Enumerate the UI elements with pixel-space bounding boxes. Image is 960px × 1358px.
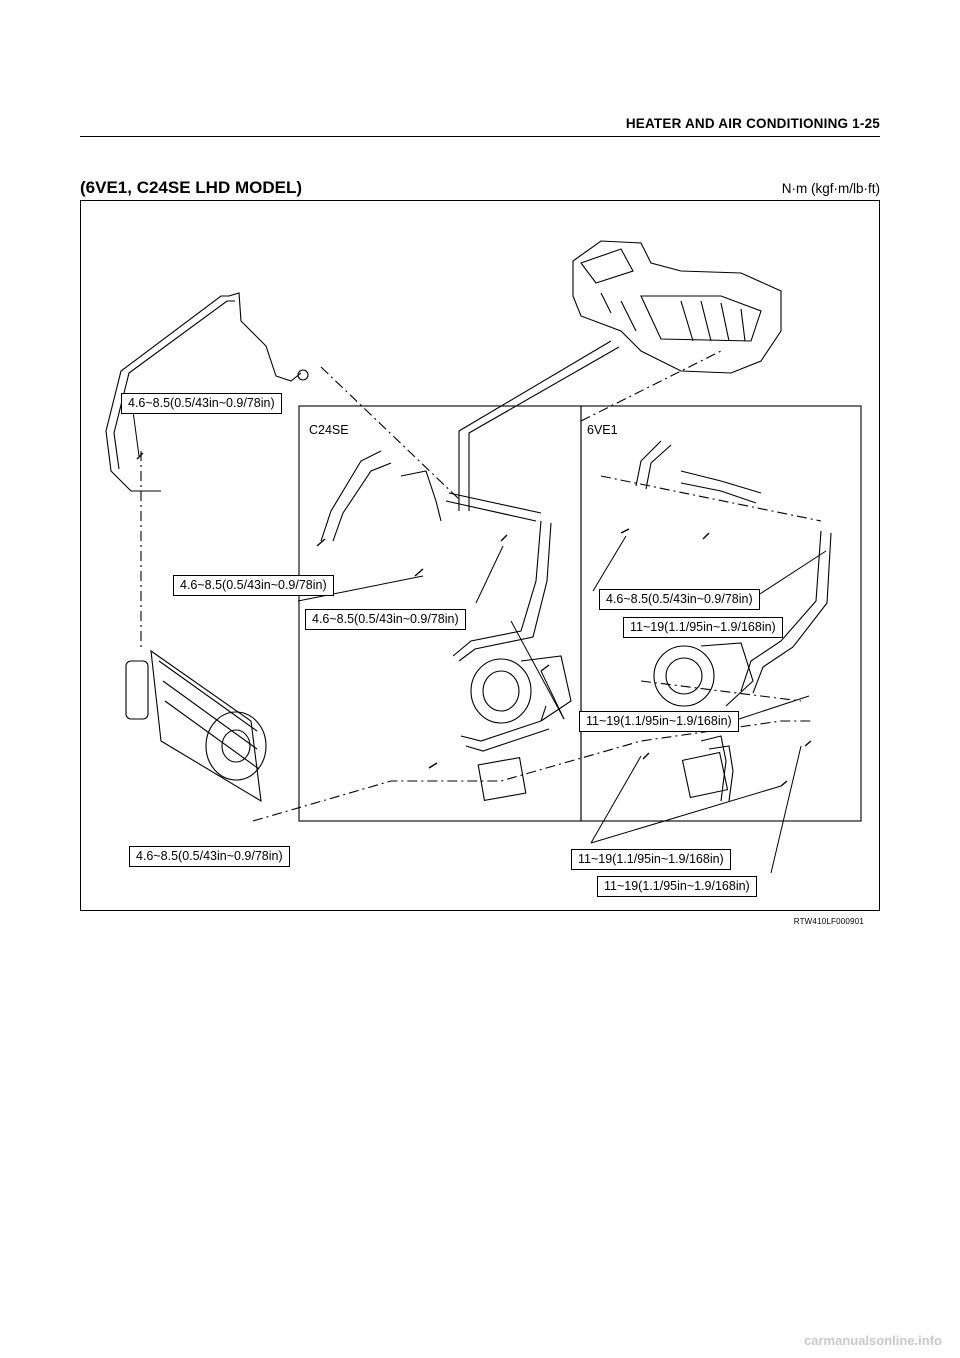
- heater-unit-drawing: [572, 240, 782, 374]
- torque-label: 4.6~8.5(0.5/43in~0.9/78in): [599, 589, 760, 610]
- pipe-to-heater: [458, 340, 620, 511]
- 6ve1-block-fitting: [681, 751, 729, 799]
- leader-2: [297, 575, 424, 602]
- page-header-title: HEATER AND AIR CONDITIONING 1-25: [625, 116, 880, 131]
- condenser-drawing: [150, 649, 267, 803]
- leader-4: [592, 535, 627, 592]
- leader-11: [770, 745, 802, 874]
- torque-label: 11~19(1.1/95in~1.9/168in): [579, 711, 739, 732]
- 6ve1-box: [580, 405, 862, 822]
- section-title: (6VE1, C24SE LHD MODEL): [80, 178, 302, 197]
- watermark: carmanualsonline.info: [804, 1333, 942, 1348]
- leader-7: [540, 670, 565, 720]
- figure-code: RTW410LF000901: [793, 917, 864, 926]
- variant-label-c24se: C24SE: [309, 423, 349, 437]
- torque-units: N·m (kgf·m/lb·ft): [781, 181, 880, 196]
- diagram-drawing: [105, 240, 862, 874]
- torque-label: 4.6~8.5(0.5/43in~0.9/78in): [121, 393, 282, 414]
- c24se-compressor-drawing: [470, 655, 572, 724]
- leader-3: [475, 545, 504, 604]
- torque-label: 4.6~8.5(0.5/43in~0.9/78in): [129, 846, 290, 867]
- page-header: HEATER AND AIR CONDITIONING 1-25: [80, 116, 880, 137]
- torque-label: 4.6~8.5(0.5/43in~0.9/78in): [173, 575, 334, 596]
- variant-label-6ve1: 6VE1: [587, 423, 618, 437]
- left-long-pipe: [105, 295, 235, 492]
- leader-6: [510, 620, 565, 720]
- ac-piping-diagram: C24SE 6VE1 4.6~8.5(0.5/43in~0.9/78in) 4.…: [80, 200, 880, 911]
- leader-9: [590, 755, 642, 844]
- receiver-drier-drawing: [125, 660, 149, 720]
- torque-label: 11~19(1.1/95in~1.9/168in): [623, 617, 783, 638]
- leader-1: [132, 410, 140, 457]
- 6ve1-compressor-drawing: [653, 642, 754, 707]
- torque-label: 11~19(1.1/95in~1.9/168in): [571, 849, 731, 870]
- c24se-block-fitting: [477, 756, 527, 802]
- torque-label: 11~19(1.1/95in~1.9/168in): [597, 876, 757, 897]
- leader-8: [738, 695, 810, 720]
- torque-label: 4.6~8.5(0.5/43in~0.9/78in): [305, 609, 466, 630]
- leader-10: [590, 785, 782, 844]
